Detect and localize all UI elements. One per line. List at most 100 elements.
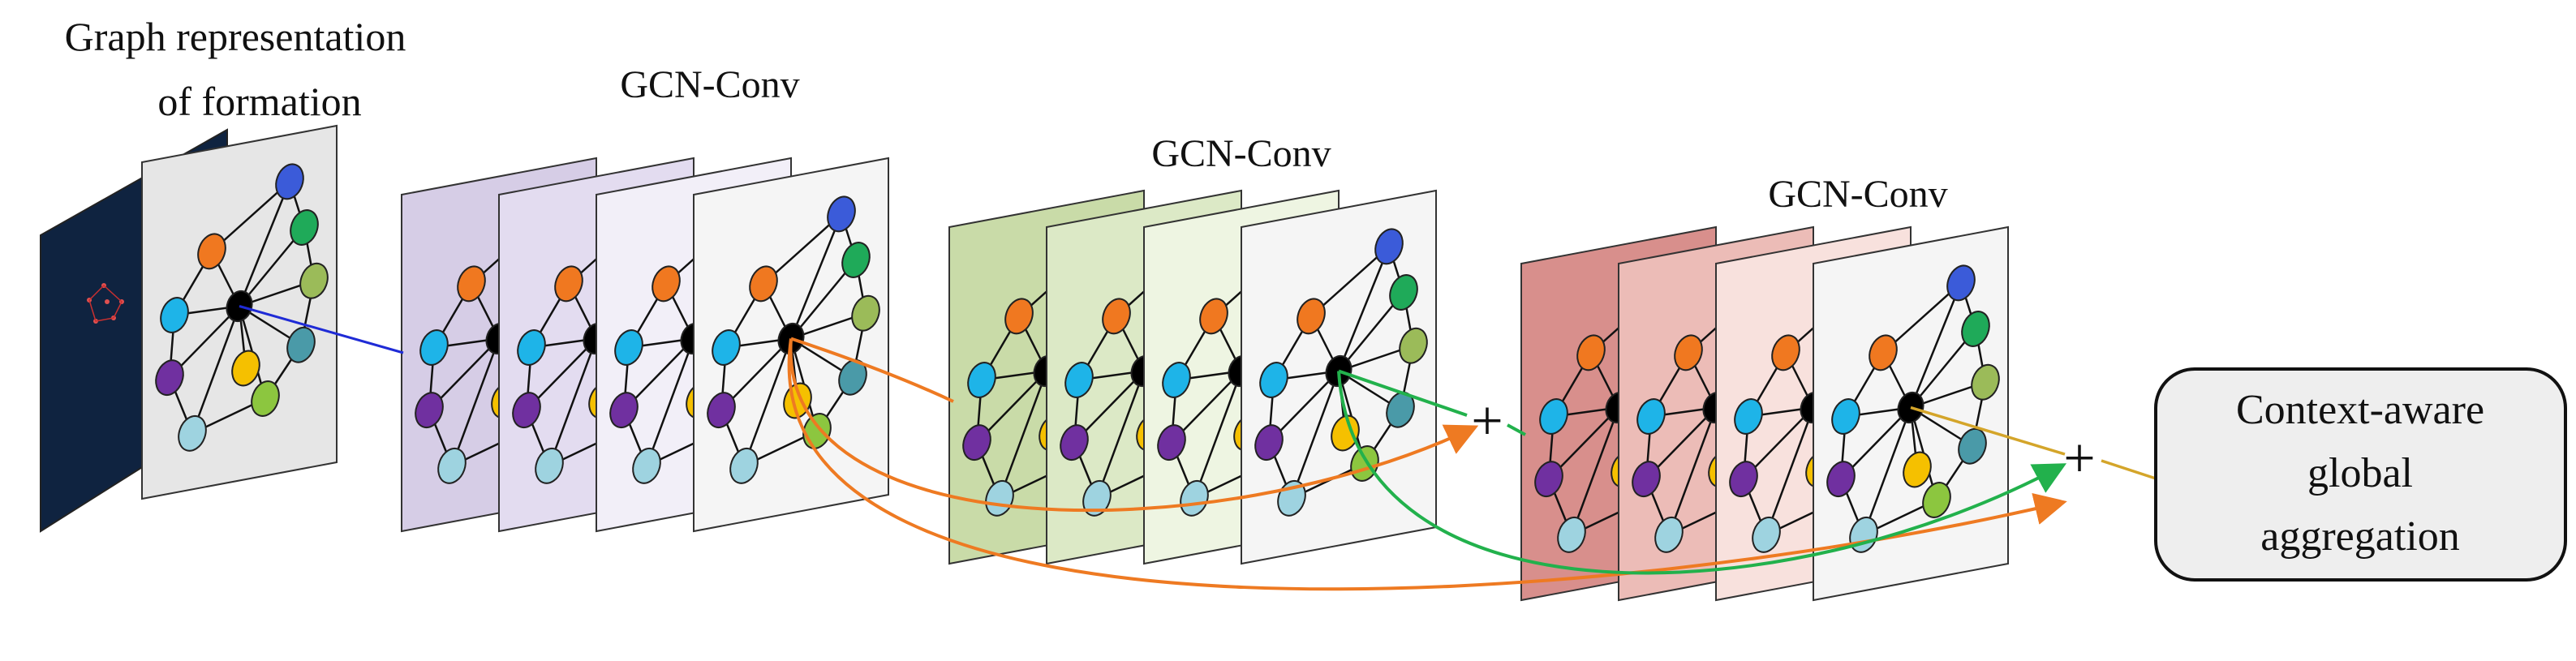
skip-arrow-b1-to-plus1: [789, 338, 1479, 513]
graph-edge: [450, 338, 501, 466]
purple-node: [1632, 461, 1661, 498]
formation-outline: [88, 284, 123, 322]
graph-edge: [548, 338, 598, 466]
graph-edge: [789, 213, 843, 339]
blue-node: [1946, 264, 1976, 302]
orange-node: [1004, 298, 1034, 335]
skip-arrow-b1-to-plus2: [787, 338, 2067, 591]
graph-edge: [998, 371, 1048, 499]
block3-label: GCN-Conv: [1768, 173, 1947, 216]
lightblue-node: [535, 447, 564, 484]
lightgreen-node: [251, 380, 280, 417]
cyan-node: [1734, 398, 1763, 435]
yellow-node: [231, 350, 260, 387]
olive-node: [299, 262, 329, 299]
green-node: [290, 209, 319, 246]
green-node: [1961, 311, 1990, 347]
graph-edge: [1667, 407, 1718, 535]
box-line2: global: [2307, 450, 2413, 496]
orange-node: [197, 233, 226, 270]
teal-node: [286, 326, 316, 363]
block1-label: GCN-Conv: [620, 63, 799, 106]
purple-node: [1534, 461, 1563, 498]
graph-edge: [1290, 371, 1340, 499]
graph-edge: [1193, 371, 1243, 499]
cyan-node: [967, 362, 996, 398]
purple-node: [609, 392, 639, 429]
graph-edge: [1765, 407, 1815, 535]
lightblue-node: [1557, 516, 1586, 553]
cyan-node: [160, 297, 189, 333]
purple-node: [962, 424, 991, 461]
plus-sign-1: +: [1471, 390, 1503, 453]
graph-edge: [191, 306, 241, 434]
olive-node: [1971, 363, 2000, 401]
graph-edge: [1882, 281, 1962, 354]
graph-edge: [238, 181, 291, 307]
plus2-to-box-line: [2101, 459, 2157, 480]
orange-node: [652, 265, 681, 303]
graph-edge: [211, 180, 290, 252]
gcn-conv-block-1: [401, 157, 889, 533]
lightblue-node: [1654, 516, 1684, 553]
skip-arrow-b1-b2-entry: [790, 337, 954, 403]
graph-edge: [763, 212, 842, 285]
lightblue-node: [1752, 516, 1781, 553]
cyan-node: [1064, 362, 1094, 398]
orange-node: [1674, 334, 1703, 371]
orange-node: [1102, 298, 1131, 335]
orange-node: [1869, 334, 1898, 371]
cyan-node: [517, 329, 546, 366]
drone-marker: [105, 299, 110, 304]
graph-edge: [1337, 246, 1391, 371]
skip-arrow-b2-to-plus2: [1337, 371, 2067, 575]
input-title-line2: of formation: [157, 79, 361, 124]
b3-to-plus2-line: [1910, 406, 2066, 456]
purple-node: [707, 392, 736, 429]
b2-to-plus1-line: [1338, 369, 1468, 417]
orange-node: [457, 265, 486, 303]
lightblue-node: [632, 447, 661, 484]
blue-node: [275, 163, 304, 200]
orange-node: [554, 265, 583, 303]
cyan-node: [1831, 398, 1860, 435]
blue-node: [1374, 228, 1404, 265]
context-aware-aggregation-box: [2154, 367, 2567, 582]
purple-node: [1060, 424, 1089, 461]
input-formation-panels: [40, 124, 338, 533]
yellow-node: [1331, 414, 1360, 452]
box-line3: aggregation: [2260, 513, 2459, 560]
graph-edge: [1862, 407, 1912, 535]
olive-node: [851, 294, 880, 332]
orange-node: [1576, 334, 1606, 371]
lightblue-node: [1082, 479, 1112, 517]
olive-node: [1399, 327, 1428, 364]
orange-node: [1297, 298, 1326, 335]
graph-edge: [645, 338, 695, 466]
input-title-line1: Graph representation: [65, 14, 406, 59]
gcn-conv-block-3: [1520, 225, 2009, 602]
lightblue-node: [437, 447, 467, 484]
graph-panel-b3-4: [1813, 225, 2009, 602]
block2-label: GCN-Conv: [1151, 132, 1331, 175]
purple-node: [512, 392, 541, 429]
purple-node: [1157, 424, 1186, 461]
plus-sign-2: +: [2063, 427, 2095, 490]
cyan-node: [1162, 362, 1191, 398]
orange-node: [749, 265, 778, 303]
cyan-node: [1259, 362, 1288, 398]
lightgreen-node: [1922, 482, 1951, 518]
lightblue-node: [729, 447, 759, 484]
green-node: [1389, 274, 1418, 311]
input-to-block-link: [239, 305, 404, 354]
cyan-node: [712, 329, 741, 366]
graph-edge: [1310, 245, 1390, 317]
box-line1: Context-aware: [2236, 387, 2484, 433]
graph-edge: [1095, 371, 1146, 499]
purple-node: [1826, 461, 1856, 498]
purple-node: [415, 392, 444, 429]
cyan-node: [1539, 398, 1568, 435]
teal-node: [838, 358, 867, 396]
green-node: [841, 242, 871, 278]
